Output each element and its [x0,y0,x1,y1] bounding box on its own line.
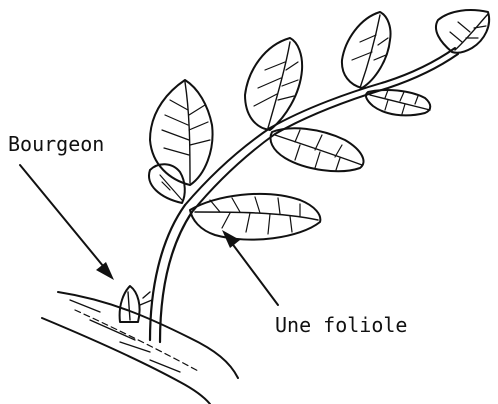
leaflet-upper-right [342,12,391,88]
bud-shape [120,286,152,322]
bud-label: Bourgeon [8,132,104,156]
leaflet-middle-lower [271,128,364,171]
leaflet-upper-left [150,80,213,185]
leaflet-lower [190,194,320,240]
leaflet-label: Une foliole [275,313,407,337]
leaflet-left [149,164,185,203]
leaflet-terminal [436,10,489,53]
bud-arrow [20,165,114,280]
leaflet-right-lower [366,90,430,115]
leaflet-arrow [222,230,278,305]
